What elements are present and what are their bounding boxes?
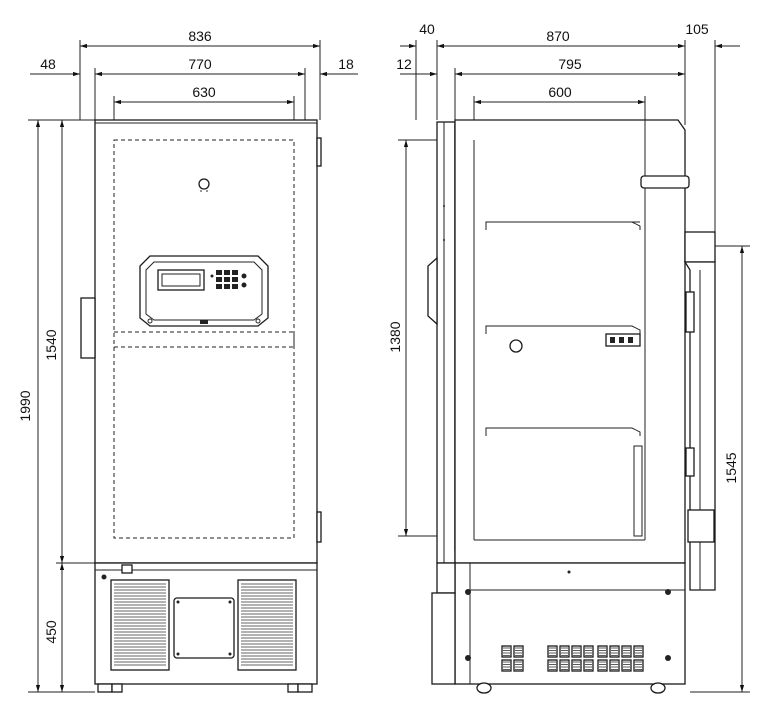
rear-bracket-low <box>687 509 715 543</box>
dim-front-inner-width: 630 <box>114 84 294 105</box>
hinge-top <box>316 137 322 167</box>
dim-600-label: 600 <box>548 84 572 100</box>
dim-front-cabinet-width: 770 48 18 <box>30 56 358 77</box>
dim-836-label: 836 <box>188 28 212 44</box>
rear-box <box>684 231 716 263</box>
vent-grille-right <box>237 579 297 671</box>
foot-front-left <box>97 683 113 693</box>
dim-side-overall-depth: 870 40 105 <box>400 21 740 49</box>
dim-630-label: 630 <box>192 84 216 100</box>
side-vent-grille <box>501 645 644 672</box>
side-door-outer <box>436 121 456 564</box>
vent-grille-left <box>110 579 170 671</box>
foot-front-right <box>287 683 299 693</box>
front-door <box>94 119 318 564</box>
control-panel <box>139 255 269 327</box>
dim-450-label: 450 <box>43 620 59 644</box>
keypad-icon <box>210 270 247 289</box>
dim-side-cabinet-depth: 795 12 <box>396 56 685 77</box>
dim-795-label: 795 <box>558 56 582 72</box>
shelf-2 <box>485 325 641 334</box>
dim-18-label: 18 <box>338 56 354 72</box>
dim-1990-label: 1990 <box>17 390 33 421</box>
rear-bracket-mid <box>685 447 695 477</box>
side-handle <box>427 256 438 326</box>
rear-port-tube <box>640 175 690 189</box>
dim-1540-label: 1540 <box>43 329 59 360</box>
side-view: 870 40 105 795 12 600 1380 1545 <box>387 21 750 694</box>
hinge-bottom <box>316 511 322 543</box>
lock-icon <box>198 178 210 190</box>
dim-770-label: 770 <box>188 56 212 72</box>
access-panel <box>173 597 235 659</box>
dim-front-door-height: 1540 <box>43 120 65 563</box>
dim-front-total-height: 1990 <box>17 120 41 692</box>
dim-side-inner-depth: 600 <box>474 84 645 105</box>
display-screen <box>157 269 205 291</box>
side-cabinet <box>454 119 686 564</box>
rear-bracket-top <box>685 291 695 333</box>
dim-side-port-height: 1545 <box>723 246 745 692</box>
base-latch <box>121 564 133 574</box>
wheel-rear <box>650 682 666 694</box>
shelf-3 <box>485 427 641 436</box>
side-base <box>454 562 686 685</box>
wheel-front <box>476 682 492 694</box>
dim-12-label: 12 <box>396 56 412 72</box>
dim-1545-label: 1545 <box>723 452 739 483</box>
dim-front-base-height: 450 <box>43 563 65 692</box>
side-base-front <box>436 562 456 594</box>
dim-40-label: 40 <box>419 21 435 37</box>
dim-105-label: 105 <box>685 21 709 37</box>
dim-front-overall-width: 836 <box>80 28 320 49</box>
inner-chamber-outline <box>113 139 295 539</box>
side-port-knob <box>509 339 523 353</box>
front-view: 836 770 48 18 630 1990 1540 <box>17 28 358 693</box>
dim-side-inner-height: 1380 <box>387 140 409 536</box>
dim-1380-label: 1380 <box>387 321 403 352</box>
dim-870-label: 870 <box>546 28 570 44</box>
shelf-1 <box>485 221 641 230</box>
dim-48-label: 48 <box>40 56 56 72</box>
door-handle <box>80 297 96 359</box>
